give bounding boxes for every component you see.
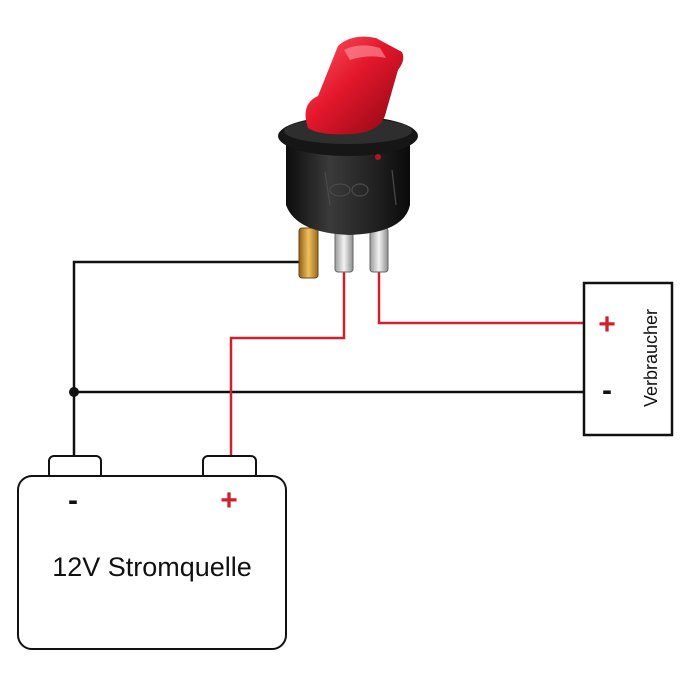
battery-label: 12V Stromquelle <box>52 552 252 582</box>
battery-minus-symbol: - <box>68 484 78 517</box>
consumer-box <box>582 281 674 437</box>
wire-switch-to-consumer-plus <box>377 268 584 325</box>
consumer-label: Verbraucher <box>641 309 661 407</box>
battery: - + 12V Stromquelle <box>17 455 287 650</box>
indicator-dot <box>375 154 381 160</box>
switch-body-markings <box>324 169 397 206</box>
illuminated-rocker-switch-icon <box>278 36 418 279</box>
switch-body <box>286 140 410 235</box>
consumer-minus-symbol: - <box>602 374 612 407</box>
junction-dot <box>69 387 79 397</box>
battery-body <box>17 475 287 650</box>
battery-plus-symbol: + <box>220 484 238 517</box>
positive-wiring <box>229 268 584 456</box>
negative-wiring <box>69 260 584 456</box>
switch-terminals <box>298 227 389 279</box>
switch-lever-shine <box>344 45 386 60</box>
terminal-right <box>369 227 389 273</box>
consumer-plus-symbol: + <box>598 308 616 341</box>
consumer: + - Verbraucher <box>582 281 674 437</box>
switch-lever <box>305 36 404 135</box>
wire-switch-to-negative <box>72 260 304 456</box>
terminal-brass <box>298 227 319 279</box>
wire-battery-plus-to-switch <box>229 268 346 456</box>
